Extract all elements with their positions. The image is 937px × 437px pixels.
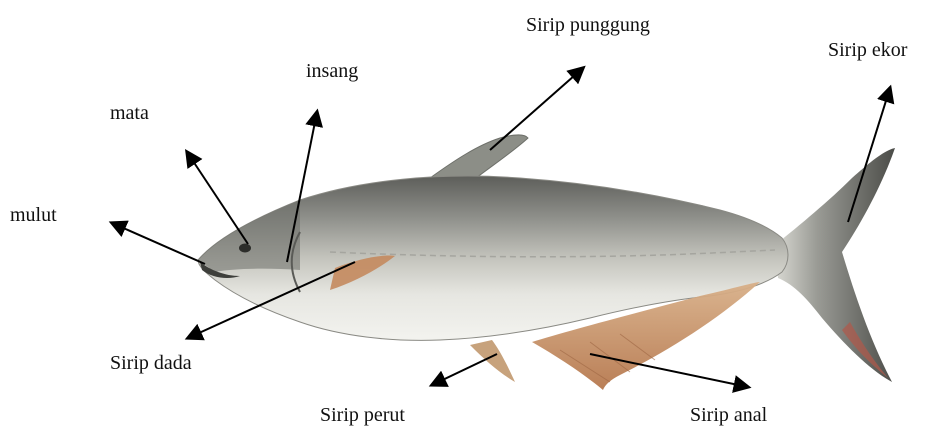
pelvic-fin: [470, 340, 515, 382]
arrow-mulut: [112, 223, 205, 264]
label-sirip-punggung: Sirip punggung: [526, 15, 650, 35]
arrow-sirip-perut: [432, 354, 497, 385]
label-sirip-anal: Sirip anal: [690, 405, 767, 425]
label-mulut: mulut: [10, 205, 57, 225]
label-insang: insang: [306, 61, 358, 81]
tail-fin: [775, 148, 895, 382]
eye: [239, 244, 251, 253]
label-sirip-ekor: Sirip ekor: [828, 40, 907, 60]
arrow-sirip-punggung: [490, 68, 583, 150]
label-sirip-dada: Sirip dada: [110, 353, 192, 373]
label-mata: mata: [110, 103, 149, 123]
arrow-mata: [187, 152, 248, 244]
dorsal-fin: [430, 135, 528, 178]
label-sirip-perut: Sirip perut: [320, 405, 405, 425]
